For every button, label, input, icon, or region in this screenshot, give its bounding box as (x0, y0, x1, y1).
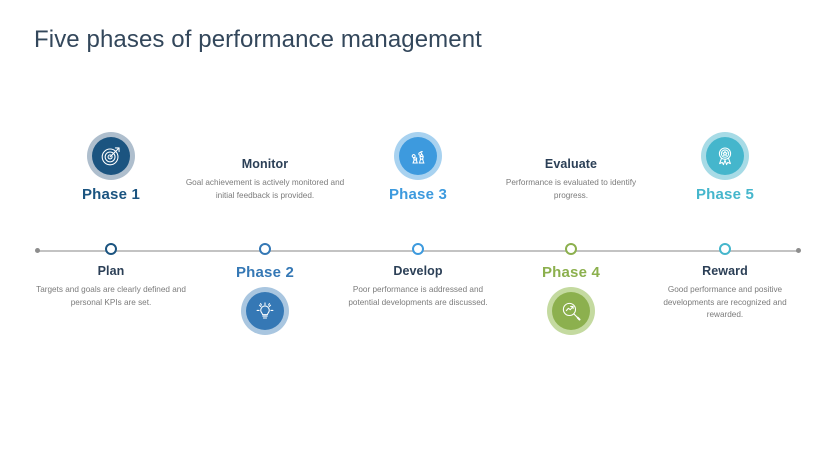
lightbulb-icon (254, 300, 276, 322)
magnifier-chart-icon (560, 300, 582, 322)
phase-heading-4: Evaluate (544, 157, 598, 171)
timeline-end-dot (796, 248, 801, 253)
timeline-marker-5[interactable] (719, 243, 731, 255)
phase-heading-5: Reward (702, 264, 748, 278)
phase-label-4: Phase 4 (541, 264, 601, 281)
phase-heading-2: Monitor (241, 157, 289, 171)
phase-label-3: Phase 3 (388, 186, 448, 203)
phase-top-block-3: Phase 3 (330, 132, 506, 241)
timeline-marker-2[interactable] (259, 243, 271, 255)
phase-heading-3: Develop (393, 264, 443, 278)
phase-description-5: Good performance and positive developmen… (663, 285, 787, 320)
timeline-marker-1[interactable] (105, 243, 117, 255)
phase-top-block-5: Phase 5 (637, 132, 813, 241)
phase-label-2: Phase 2 (235, 264, 295, 281)
phase-description-4: Performance is evaluated to identify pro… (505, 178, 637, 200)
phase-icon-badge-4[interactable] (547, 287, 595, 335)
phase-top-block-1: Phase 1 (23, 132, 199, 241)
phase-icon-badge-1[interactable] (87, 132, 135, 180)
phase-icon-badge-3[interactable] (394, 132, 442, 180)
phase-description-2: Goal achievement is actively monitored a… (185, 178, 345, 200)
chess-pieces-icon (407, 145, 429, 167)
phase-label-5: Phase 5 (695, 186, 755, 203)
phase-description-3: Poor performance is addressed and potent… (348, 285, 488, 307)
phase-label-1: Phase 1 (81, 186, 141, 203)
target-arrow-icon (100, 145, 122, 167)
timeline-start-dot (35, 248, 40, 253)
phase-icon-badge-2[interactable] (241, 287, 289, 335)
timeline-marker-4[interactable] (565, 243, 577, 255)
timeline-marker-3[interactable] (412, 243, 424, 255)
phase-description-1: Targets and goals are clearly defined an… (36, 285, 186, 307)
phase-bottom-block-2: Phase 2 (177, 264, 353, 362)
page-title: Five phases of performance management (34, 26, 482, 53)
phase-icon-badge-5[interactable] (701, 132, 749, 180)
award-ribbon-icon (714, 145, 736, 167)
phase-bottom-block-4: Phase 4 (483, 264, 659, 362)
phase-heading-1: Plan (97, 264, 125, 278)
